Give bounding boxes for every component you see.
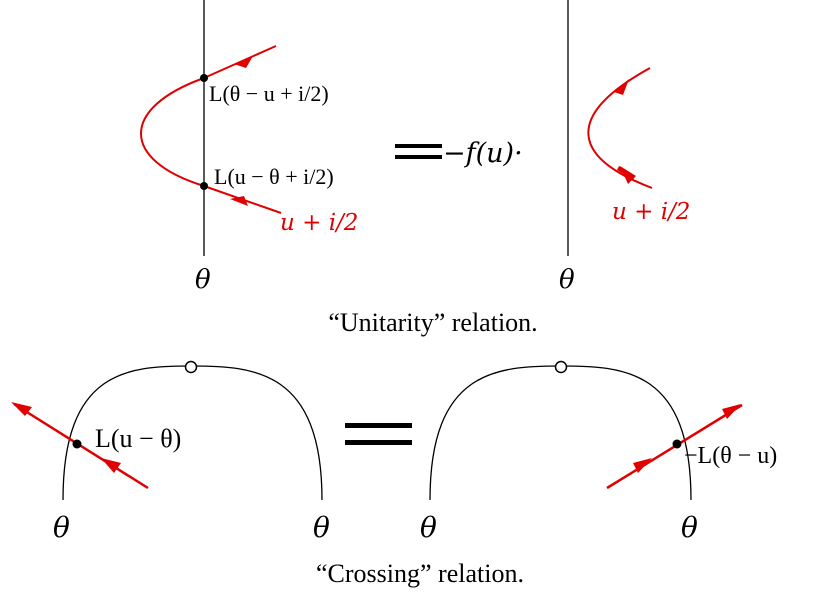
left-theta-label: θ — [195, 265, 211, 295]
top-vertex-dot — [200, 74, 208, 82]
crossing-relation: L(u − θ) θ θ −L(θ − u) θ θ “Crossing” re… — [11, 360, 777, 588]
equals-sign — [345, 423, 412, 445]
arrow-icon — [633, 458, 652, 473]
left-spectral-label: u + i/2 — [280, 210, 358, 236]
left-crossing-dot — [72, 439, 82, 449]
arrow-icon — [620, 166, 636, 184]
left-vertex-label: L(u − θ) — [95, 424, 181, 453]
arrow-icon — [230, 196, 248, 206]
right-theta-right: θ — [681, 511, 698, 544]
arrow-icon — [101, 458, 121, 473]
right-theta-label: θ — [559, 265, 575, 295]
left-theta-left: θ — [53, 511, 70, 544]
bottom-vertex-label: L(u − θ + i/2) — [214, 164, 334, 189]
right-theta-left: θ — [420, 511, 437, 544]
arrow-icon — [234, 56, 253, 68]
left-open-circle — [184, 360, 198, 374]
arrow-icon — [11, 402, 32, 416]
left-theta-right: θ — [313, 511, 330, 544]
right-spectral-label: u + i/2 — [612, 199, 690, 225]
crossing-caption: “Crossing” relation. — [316, 559, 524, 588]
arrow-icon — [614, 79, 629, 95]
unitarity-relation: L(θ − u + i/2) L(u − θ + i/2) u + i/2 θ … — [140, 0, 690, 337]
bottom-vertex-dot — [200, 182, 208, 190]
equals-sign — [395, 144, 442, 159]
right-arch — [429, 365, 692, 501]
arrow-icon — [722, 404, 741, 419]
left-red-curve — [140, 45, 282, 214]
right-open-circle — [554, 360, 568, 374]
top-vertex-label: L(θ − u + i/2) — [209, 81, 329, 106]
unitarity-caption: “Unitarity” relation. — [328, 308, 537, 337]
right-vertex-label: −L(θ − u) — [684, 443, 777, 469]
factor-label: −f(u)· — [443, 138, 523, 169]
right-crossing-dot — [672, 439, 682, 449]
